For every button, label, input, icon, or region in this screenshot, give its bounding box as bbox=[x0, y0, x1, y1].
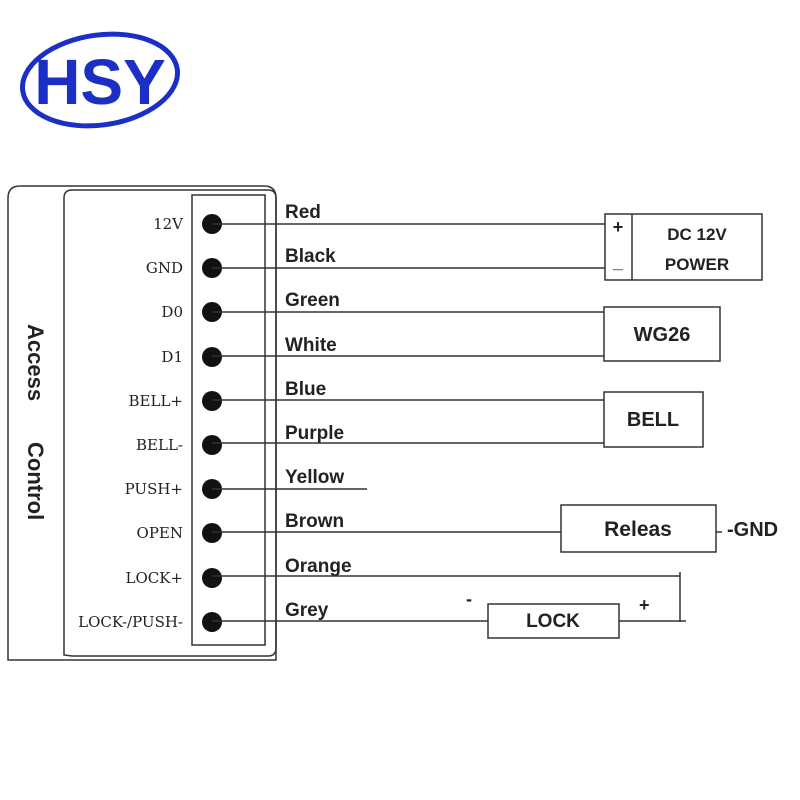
terminal-screw bbox=[202, 612, 222, 632]
side-label-control: Control bbox=[23, 442, 48, 520]
lock-device: LOCK - + bbox=[466, 589, 650, 639]
bell-label: BELL bbox=[627, 409, 679, 431]
release-label: Releas bbox=[604, 518, 672, 541]
terminal-label-gnd: GND bbox=[146, 259, 183, 277]
hsy-logo: HSY bbox=[20, 31, 180, 129]
lock-label: LOCK bbox=[526, 611, 580, 632]
device-wiring bbox=[212, 223, 722, 622]
lock-minus-sign: - bbox=[466, 589, 472, 609]
lock-plus-sign: + bbox=[639, 595, 650, 615]
release-gnd-label: -GND bbox=[727, 519, 778, 541]
wire-label-purple: Purple bbox=[285, 423, 344, 444]
release-button: Releas -GND bbox=[560, 504, 778, 553]
terminal-label-d0: D0 bbox=[161, 303, 183, 321]
terminal-screw bbox=[202, 391, 222, 411]
terminal-label-12v: 12V bbox=[153, 215, 184, 233]
bell-device: BELL bbox=[603, 391, 704, 448]
wiegand-device: WG26 bbox=[603, 306, 721, 362]
logo-text: HSY bbox=[34, 46, 166, 118]
wire-label-brown: Brown bbox=[285, 511, 344, 532]
wire-label-grey: Grey bbox=[285, 600, 329, 621]
side-label-access: Access bbox=[23, 324, 48, 401]
terminal-screw bbox=[202, 568, 222, 588]
terminal-screw bbox=[202, 347, 222, 367]
wiegand-label: WG26 bbox=[634, 324, 691, 346]
wire-label-blue: Blue bbox=[285, 379, 326, 400]
terminal-screw bbox=[202, 523, 222, 543]
terminal-label-d1: D1 bbox=[161, 348, 183, 366]
wire-label-green: Green bbox=[285, 290, 340, 311]
wire-label-white: White bbox=[285, 335, 337, 356]
terminal-label-open: OPEN bbox=[137, 524, 183, 542]
terminal-label-bell-: BELL+ bbox=[129, 392, 183, 410]
terminal-label-lock-push-: LOCK-/PUSH- bbox=[78, 613, 183, 631]
controller-panel bbox=[63, 189, 277, 657]
wire-label-black: Black bbox=[285, 246, 336, 267]
terminal-label-lock-: LOCK+ bbox=[125, 569, 183, 587]
power-label-line2: POWER bbox=[665, 255, 729, 274]
terminal-block bbox=[191, 194, 266, 646]
terminal-label-push-: PUSH+ bbox=[125, 480, 183, 498]
terminal-label-bell-: BELL- bbox=[136, 436, 183, 454]
terminal-screw bbox=[202, 435, 222, 455]
wire-label-orange: Orange bbox=[285, 556, 352, 577]
power-minus-sign: _ bbox=[612, 252, 624, 272]
power-supply: + _ DC 12V POWER bbox=[604, 213, 763, 281]
controller-housing bbox=[7, 185, 277, 661]
power-label-line1: DC 12V bbox=[667, 225, 727, 244]
power-plus-sign: + bbox=[613, 217, 624, 237]
wire-label-yellow: Yellow bbox=[285, 467, 344, 488]
wire-label-red: Red bbox=[285, 202, 321, 223]
